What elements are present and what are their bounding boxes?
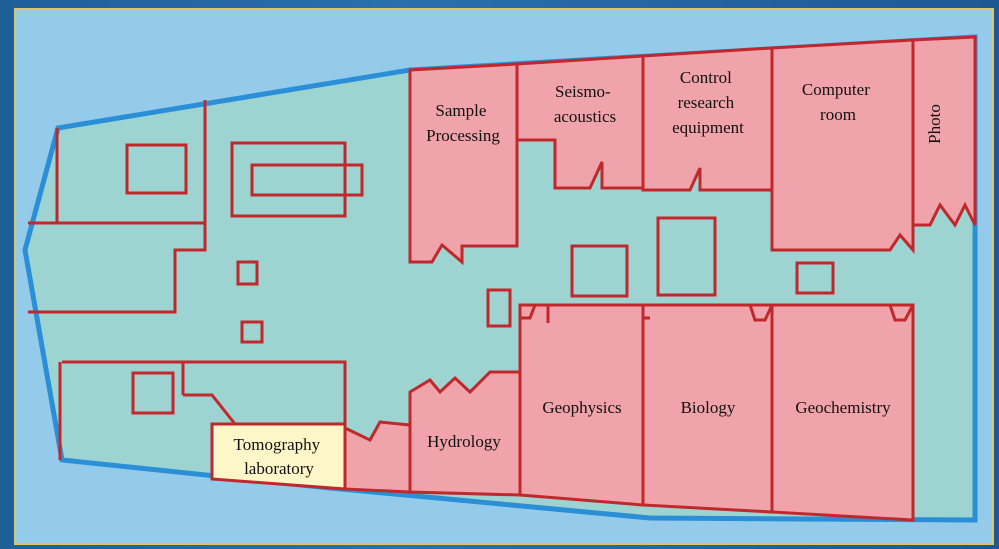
label-control-research: Control research equipment xyxy=(672,68,744,137)
label-biology: Biology xyxy=(681,398,736,417)
label-hydrology: Hydrology xyxy=(427,432,501,451)
label-tomography: Tomography laboratory xyxy=(234,435,325,478)
equipment-box xyxy=(486,288,512,328)
room-photo xyxy=(911,35,977,228)
interior-walls xyxy=(28,70,915,492)
room-tomography xyxy=(210,422,347,491)
room-geochemistry xyxy=(770,303,915,522)
label-photo: Photo xyxy=(925,104,944,144)
equipment-box xyxy=(236,260,259,286)
equipment-box xyxy=(131,371,175,415)
equipment-box xyxy=(240,320,264,344)
label-geochemistry: Geochemistry xyxy=(795,398,891,417)
room-computer xyxy=(770,38,915,255)
equipment-box xyxy=(250,163,364,197)
label-seismo-acoustics: Seismo- acoustics xyxy=(554,82,616,126)
room-tomography-adjacent xyxy=(343,420,412,494)
equipment-box xyxy=(795,261,835,295)
highlighted-rooms xyxy=(343,35,977,522)
equipment-box xyxy=(230,141,347,218)
room-hydrology xyxy=(408,370,522,497)
equipment-box xyxy=(570,244,629,298)
label-sample-processing: Sample Processing xyxy=(426,101,500,145)
equipment-box xyxy=(656,216,717,297)
equipment-outlines xyxy=(125,141,835,415)
room-sample-processing xyxy=(408,62,519,266)
label-computer-room: Computer room xyxy=(802,80,874,124)
label-geophysics: Geophysics xyxy=(542,398,621,417)
equipment-box xyxy=(125,143,188,195)
